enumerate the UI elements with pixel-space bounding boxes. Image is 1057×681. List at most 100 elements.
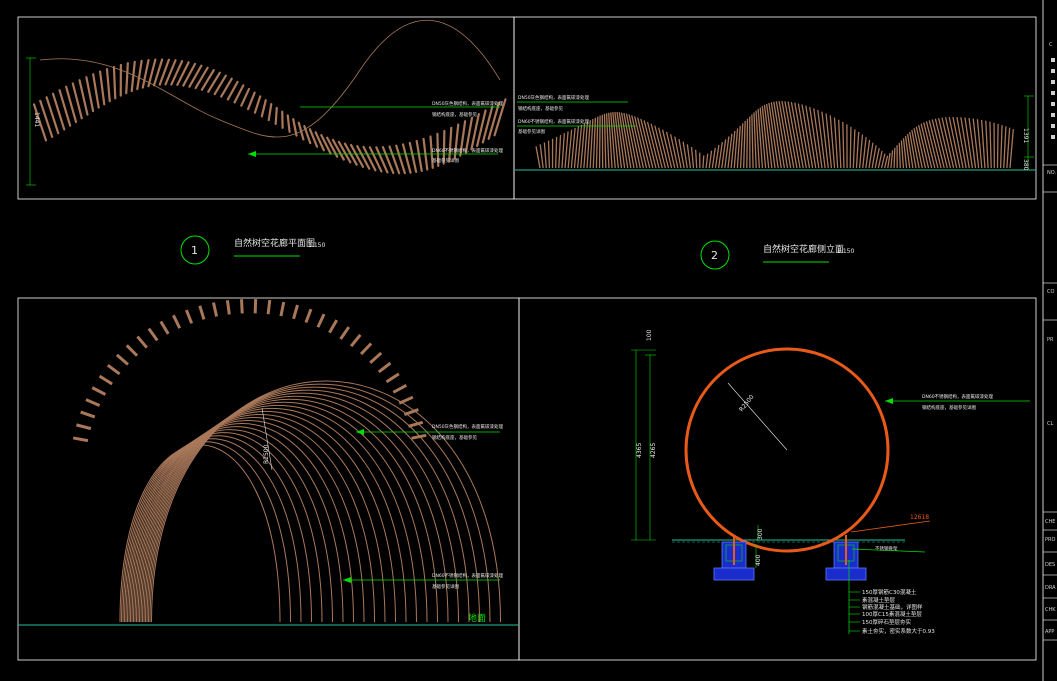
- plan-slat: [71, 82, 83, 120]
- elevation-slat: [884, 155, 889, 169]
- front-arch-band: [151, 380, 501, 623]
- front-radius: R2500: [261, 407, 273, 471]
- plan-callout-a-line1: DN50灰色钢结构，表面氟碳漆处理: [432, 100, 504, 107]
- plan-slat: [32, 103, 48, 142]
- elevation-slat: [775, 101, 789, 169]
- elevation-slat: [865, 139, 871, 169]
- elevation-slat: [1003, 126, 1007, 169]
- elevation-slat: [580, 123, 586, 169]
- elevation-slat: [721, 139, 727, 169]
- tb-label-2: CO: [1047, 289, 1054, 295]
- elevation-slat: [646, 121, 660, 169]
- elevation-slat: [956, 116, 967, 169]
- plan-slat: [125, 62, 129, 95]
- front-arch-band: [127, 429, 333, 623]
- elevation-slat: [724, 136, 730, 169]
- elevation-callout-a-line1: DN50灰色钢结构，表面氟碳漆处理: [518, 94, 590, 101]
- view1-title-text: 自然树空花廊平面图: [234, 237, 315, 249]
- plan-slat: [326, 136, 339, 158]
- front-arch-band: [140, 401, 428, 623]
- plan-slat: [141, 58, 150, 89]
- elevation-slat: [690, 147, 695, 169]
- plan-slat: [226, 80, 239, 101]
- elevation-slat: [714, 144, 720, 169]
- plan-slat: [85, 76, 95, 113]
- plan-slat: [164, 59, 177, 86]
- elevation-slat: [616, 112, 626, 169]
- elevation-slat: [761, 106, 770, 169]
- plan-width-label: 1441: [33, 112, 40, 127]
- section-layer-0: 150厚钢筋C30混凝土: [862, 588, 917, 596]
- elevation-slat: [797, 103, 811, 169]
- title-block-mark: [1051, 102, 1055, 106]
- plan-slat: [136, 59, 143, 91]
- elevation-slat: [880, 153, 886, 169]
- plan-slat: [453, 123, 460, 160]
- elevation-slat: [852, 129, 856, 169]
- elevation-slat: [858, 134, 864, 169]
- plan-slat: [58, 89, 72, 127]
- elevation-slat: [717, 142, 723, 169]
- front-callout-b: DN60不锈钢结构，表面氟碳漆处理 基础参见详图: [343, 572, 504, 590]
- tb-label-0: C: [1049, 42, 1053, 48]
- elevation-slat: [784, 101, 798, 169]
- elevation-slat: [661, 129, 673, 169]
- plan-slat: [194, 66, 209, 90]
- plan-slat: [331, 138, 345, 161]
- elevation-slat: [781, 101, 795, 169]
- section-ref-label: 12618: [910, 514, 929, 521]
- view1-number-circle: [180, 235, 210, 265]
- front-arch-cap: [172, 314, 182, 329]
- elevation-slat: [890, 150, 894, 169]
- section-callout-a: DN60不锈钢结构，表面氟碳漆处理 钢结构底座，基础参见详图: [885, 393, 1030, 411]
- title-block-mark: [1051, 80, 1055, 84]
- front-arch-band: [136, 411, 396, 623]
- plan-slat: [442, 129, 446, 165]
- elevation-slat: [623, 112, 635, 169]
- elevation-slat: [964, 117, 974, 169]
- elevation-base-label: 380: [1022, 159, 1029, 171]
- section-callout-b: 不锈钢骨架: [851, 545, 926, 553]
- elevation-slat: [539, 144, 544, 169]
- plan-slat: [415, 139, 423, 172]
- plan-slat: [274, 106, 278, 126]
- elevation-slat: [904, 135, 911, 169]
- title-block: C NO. CO PR CL CHE PRO DES DRA CHK APP: [1043, 42, 1057, 641]
- elevation-slat: [547, 140, 551, 169]
- elevation-slat: [543, 142, 547, 169]
- section-foot-label: 300: [757, 528, 764, 540]
- front-arch-cap: [125, 344, 139, 357]
- elevation-slat: [589, 118, 594, 169]
- elevation-slat: [640, 118, 654, 169]
- elevation-slat: [631, 115, 645, 169]
- front-arch-band: [137, 408, 407, 623]
- front-arch-cap: [398, 395, 414, 405]
- elevation-slat: [682, 141, 688, 169]
- elevation-slat: [915, 126, 927, 169]
- elevation-slat: [751, 114, 754, 169]
- elevation-slat: [618, 112, 629, 169]
- front-arch-cap: [369, 351, 383, 364]
- front-arch-cap: [159, 320, 170, 335]
- plan-slat: [51, 92, 66, 131]
- elevation-slat: [918, 124, 930, 169]
- plan-slat: [45, 96, 60, 135]
- elevation-callout-b-line1: DN60不锈钢结构，表面氟碳漆处理: [518, 118, 590, 125]
- section-footing-right: [825, 535, 867, 581]
- section-callout-a-line1: DN60不锈钢结构，表面氟碳漆处理: [922, 393, 994, 400]
- front-arch-cap: [85, 398, 101, 407]
- elevation-slat: [595, 116, 599, 169]
- elevation-slat: [654, 125, 666, 169]
- front-arch-band: [134, 414, 386, 623]
- plan-slat: [429, 135, 434, 169]
- tb-label-8: DRA: [1045, 585, 1056, 591]
- front-arch-cap: [98, 374, 113, 386]
- section-ground: [672, 539, 905, 543]
- plan-slat: [381, 146, 395, 175]
- section-ref-callout: 12618: [850, 514, 931, 533]
- elevation-slat: [911, 129, 920, 169]
- plan-callout-a: DN50灰色钢结构，表面氟碳漆处理 钢结构底座，基础参见: [300, 100, 504, 118]
- plan-slat: [253, 95, 262, 114]
- plan-callout-b: DN60不锈钢结构，表面氟碳漆处理 基础参见详图: [248, 147, 504, 164]
